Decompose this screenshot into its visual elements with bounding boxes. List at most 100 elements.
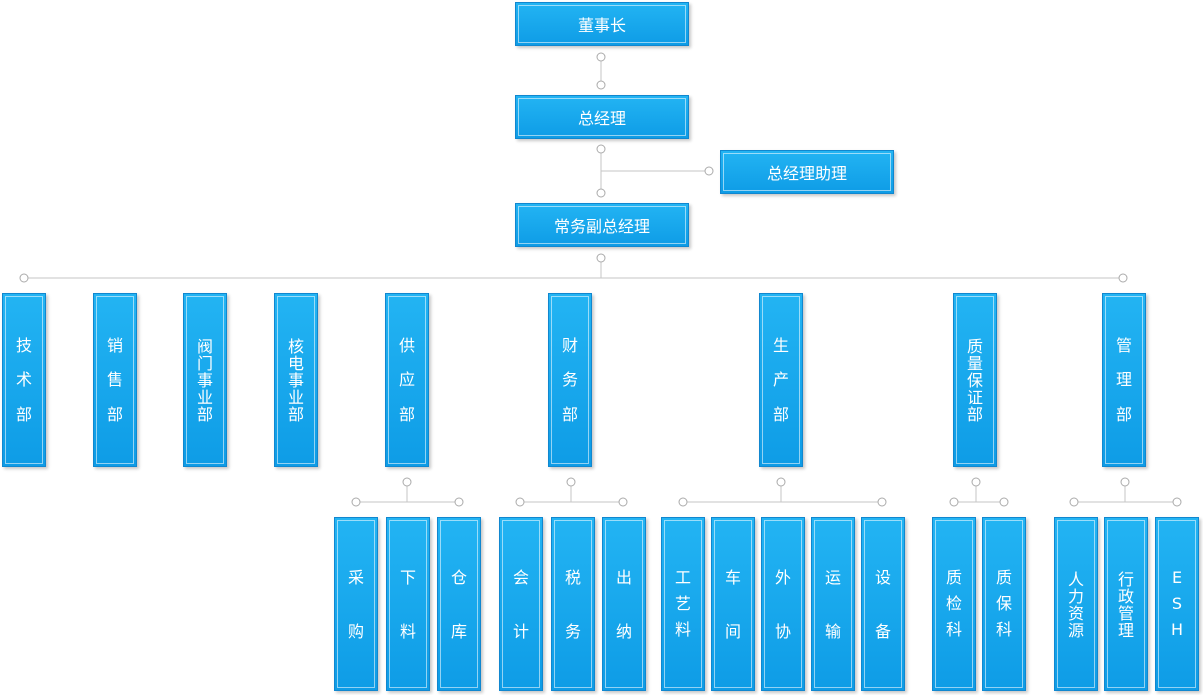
node-process: 工艺料 [661, 517, 705, 691]
label-char: 仓 [450, 568, 467, 587]
node-label: 技术部 [3, 294, 45, 466]
node-label: 行政管理 [1105, 518, 1147, 690]
connector-dot [1069, 497, 1079, 507]
node-warehouse: 仓库 [437, 517, 481, 691]
label-char: 部 [772, 405, 789, 424]
node-production: 生产部 [759, 293, 803, 467]
label-char: 电 [287, 354, 304, 373]
label-char: 销 [106, 336, 123, 355]
connector-dot [704, 166, 714, 176]
node-executive-vp: 常务副总经理 [515, 203, 689, 247]
label-char: 料 [399, 622, 416, 641]
node-label: 总经理助理 [766, 164, 847, 183]
label-char: 务 [561, 370, 578, 389]
label-char: 管 [1117, 603, 1134, 623]
label-char: 生 [772, 336, 789, 355]
connector-dot [19, 273, 29, 283]
connector-dot [596, 52, 606, 62]
node-label: 质保科 [983, 518, 1025, 690]
label-char: 业 [196, 388, 213, 407]
connector-dot [596, 144, 606, 154]
label-char: 间 [724, 622, 741, 641]
label-char: 工 [674, 568, 691, 587]
label-char: 部 [287, 405, 304, 424]
label-char: 售 [106, 370, 123, 389]
label-char: 财 [561, 336, 578, 355]
node-tax: 税务 [551, 517, 595, 691]
label-char: 会 [512, 568, 529, 587]
label-char: 门 [196, 354, 213, 373]
label-char: 量 [966, 354, 983, 373]
label-char: 人 [1067, 569, 1084, 589]
connector-dot [454, 497, 464, 507]
label-char: 技 [15, 336, 32, 355]
connector-dot [999, 497, 1009, 507]
node-finance: 财务部 [548, 293, 592, 467]
node-cutting: 下料 [386, 517, 430, 691]
label-char: 库 [450, 622, 467, 641]
node-label: 财务部 [549, 294, 591, 466]
label-char: 政 [1117, 586, 1134, 606]
node-label: 会计 [500, 518, 542, 690]
label-char: 保 [966, 371, 983, 390]
label-char: 事 [196, 371, 213, 390]
label-char: 部 [966, 405, 983, 424]
node-tech: 技术部 [2, 293, 46, 467]
label-char: 力 [1067, 586, 1084, 606]
connector-dot [596, 80, 606, 90]
node-qc: 质检科 [932, 517, 976, 691]
node-accounting: 会计 [499, 517, 543, 691]
label-char: 术 [15, 370, 32, 389]
node-label: 下料 [387, 518, 429, 690]
node-hr: 人力资源 [1054, 517, 1098, 691]
label-char: 部 [561, 405, 578, 424]
connector-dot [949, 497, 959, 507]
node-management: 管理部 [1102, 293, 1146, 467]
label-char: 科 [945, 620, 962, 639]
node-label: 工艺料 [662, 518, 704, 690]
node-label: 董事长 [577, 16, 626, 35]
label-char: 应 [398, 370, 415, 389]
connector-dot [566, 477, 576, 487]
label-char: 科 [995, 620, 1012, 639]
connector-dot [596, 253, 606, 263]
node-chairman: 董事长 [515, 2, 689, 46]
label-char: 协 [774, 622, 791, 641]
label-char: 务 [564, 622, 581, 641]
node-outsourcing: 外协 [761, 517, 805, 691]
label-char: 部 [106, 405, 123, 424]
node-label: 外协 [762, 518, 804, 690]
connector-dot [877, 497, 887, 507]
connector-dot [971, 477, 981, 487]
node-label: 人力资源 [1055, 518, 1097, 690]
label-char: H [1170, 620, 1184, 639]
node-equipment: 设备 [861, 517, 905, 691]
label-char: 下 [399, 568, 416, 587]
node-label: 核电事业部 [275, 294, 317, 466]
connector-dot [678, 497, 688, 507]
label-char: 部 [1115, 405, 1132, 424]
node-cashier: 出纳 [602, 517, 646, 691]
label-char: 供 [398, 336, 415, 355]
label-char: S [1171, 594, 1183, 613]
node-qa-section: 质保科 [982, 517, 1026, 691]
node-label: 出纳 [603, 518, 645, 690]
label-char: 输 [824, 622, 841, 641]
node-sales: 销售部 [93, 293, 137, 467]
label-char: 料 [674, 620, 691, 639]
node-label: 销售部 [94, 294, 136, 466]
label-char: 资 [1067, 603, 1084, 623]
connector-dot [1172, 497, 1182, 507]
connector-dot [776, 477, 786, 487]
label-char: 购 [347, 622, 364, 641]
node-gm-assistant: 总经理助理 [720, 150, 894, 194]
label-char: 质 [945, 568, 962, 587]
label-char: 管 [1115, 336, 1132, 355]
connector-dot [1120, 477, 1130, 487]
node-procurement: 采购 [334, 517, 378, 691]
label-char: 行 [1117, 569, 1134, 589]
node-supply: 供应部 [385, 293, 429, 467]
